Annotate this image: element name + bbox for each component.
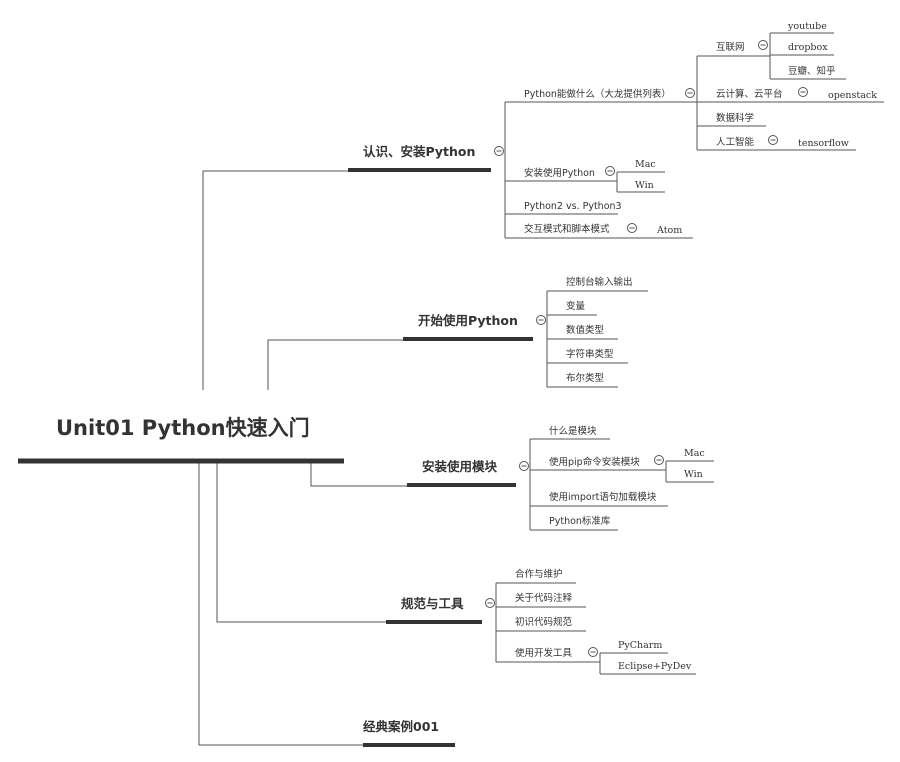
- branch-tools[interactable]: 规范与工具: [386, 596, 482, 624]
- leaf-pycharm-label: PyCharm: [618, 640, 662, 651]
- leaf-what-is-module-label: 什么是模块: [549, 425, 597, 437]
- leaf-tensorflow[interactable]: tensorflow: [794, 138, 856, 151]
- leaf-collaboration[interactable]: 合作与维护: [511, 568, 576, 584]
- collapse-toggle-modules[interactable]: [519, 461, 529, 471]
- collapse-toggle-pip-install[interactable]: [654, 455, 664, 465]
- leaf-code-style-label: 初识代码规范: [515, 616, 573, 628]
- node-python2-vs-python3[interactable]: Python2 vs. Python3: [520, 201, 622, 215]
- collapse-toggle-install-python[interactable]: [494, 146, 504, 156]
- node-cloud[interactable]: 云计算、云平台: [712, 88, 810, 103]
- collapse-toggle-tools[interactable]: [485, 598, 495, 608]
- node-pip-install[interactable]: 使用pip命令安装模块: [545, 456, 666, 471]
- leaf-collaboration-label: 合作与维护: [515, 568, 563, 580]
- branch-tools-label: 规范与工具: [401, 596, 464, 611]
- node-install-use-python-label: 安装使用Python: [524, 167, 595, 179]
- root-label: Unit01 Python快速入门: [56, 416, 310, 440]
- branch-classic-cases-label: 经典案例001: [363, 719, 439, 734]
- branch-install-python[interactable]: 认识、安装Python: [348, 144, 491, 172]
- leaf-atom-label: Atom: [656, 225, 682, 236]
- node-internet-label: 互联网: [716, 42, 745, 53]
- node-what-python-can-do[interactable]: Python能做什么（大龙提供列表）: [520, 88, 697, 103]
- branch-classic-cases[interactable]: 经典案例001: [363, 719, 455, 747]
- collapse-toggle-ai[interactable]: [768, 135, 778, 145]
- leaf-stdlib[interactable]: Python标准库: [545, 515, 618, 531]
- leaf-atom[interactable]: Atom: [653, 225, 693, 239]
- leaf-openstack-label: openstack: [828, 90, 877, 101]
- connectors: [198, 32, 824, 746]
- node-install-use-python[interactable]: 安装使用Python: [520, 167, 617, 182]
- node-pip-install-label: 使用pip命令安装模块: [549, 456, 640, 468]
- leaf-install-win-label: Win: [635, 180, 654, 191]
- leaf-install-mac[interactable]: Mac: [631, 159, 665, 173]
- leaf-what-is-module[interactable]: 什么是模块: [545, 425, 610, 440]
- branch-modules[interactable]: 安装使用模块: [407, 459, 516, 487]
- leaf-code-comments[interactable]: 关于代码注释: [511, 592, 586, 608]
- leaf-numeric-types-label: 数值类型: [566, 324, 605, 336]
- node-ai[interactable]: 人工智能: [712, 136, 780, 151]
- leaf-pip-win[interactable]: Win: [680, 469, 714, 483]
- leaf-pycharm[interactable]: PyCharm: [614, 640, 668, 654]
- node-what-python-can-do-label: Python能做什么（大龙提供列表）: [524, 88, 671, 100]
- node-data-science[interactable]: 数据科学: [712, 112, 766, 127]
- leaf-variables[interactable]: 变量: [562, 300, 597, 316]
- collapse-toggle-install-use-python[interactable]: [605, 166, 615, 176]
- leaf-openstack[interactable]: openstack: [824, 90, 884, 103]
- leaf-install-win[interactable]: Win: [631, 180, 665, 193]
- leaf-pip-mac-label: Mac: [684, 448, 705, 459]
- branch-install-python-label: 认识、安装Python: [363, 144, 475, 159]
- leaf-variables-label: 变量: [566, 300, 586, 312]
- leaf-string-types-label: 字符串类型: [566, 348, 614, 360]
- collapse-toggle-modes[interactable]: [627, 223, 637, 233]
- leaf-console-io[interactable]: 控制台输入输出: [562, 276, 648, 292]
- leaf-dropbox-label: dropbox: [788, 42, 828, 53]
- leaf-tensorflow-label: tensorflow: [798, 138, 849, 149]
- branch-modules-label: 安装使用模块: [422, 459, 498, 474]
- leaf-douban-zhihu-label: 豆瓣、知乎: [788, 65, 836, 77]
- collapse-toggle-cloud[interactable]: [798, 87, 808, 97]
- collapse-toggle-start-python[interactable]: [536, 315, 546, 325]
- leaf-eclipse-pydev-label: Eclipse+PyDev: [618, 661, 692, 672]
- node-modes[interactable]: 交互模式和脚本模式: [520, 223, 639, 239]
- node-modes-label: 交互模式和脚本模式: [524, 223, 610, 235]
- leaf-stdlib-label: Python标准库: [549, 515, 611, 527]
- leaf-eclipse-pydev[interactable]: Eclipse+PyDev: [614, 661, 696, 675]
- node-dev-tools[interactable]: 使用开发工具: [511, 647, 600, 663]
- node-data-science-label: 数据科学: [716, 112, 754, 124]
- leaf-pip-win-label: Win: [684, 469, 703, 480]
- leaf-code-style[interactable]: 初识代码规范: [511, 616, 586, 632]
- leaf-install-mac-label: Mac: [635, 159, 656, 170]
- leaf-youtube-label: youtube: [787, 21, 827, 32]
- branch-start-python-label: 开始使用Python: [418, 313, 518, 328]
- leaf-import-statement-label: 使用import语句加载模块: [549, 491, 657, 503]
- leaf-bool-types-label: 布尔类型: [566, 372, 605, 384]
- leaf-pip-mac[interactable]: Mac: [680, 448, 714, 462]
- root-node[interactable]: Unit01 Python快速入门: [18, 416, 344, 464]
- collapse-toggle-what-python-can-do[interactable]: [685, 88, 695, 98]
- node-ai-label: 人工智能: [716, 136, 755, 148]
- leaf-douban-zhihu[interactable]: 豆瓣、知乎: [784, 65, 846, 80]
- collapse-toggle-dev-tools[interactable]: [588, 647, 598, 657]
- collapse-toggle-internet[interactable]: [758, 40, 768, 50]
- node-python2-vs-python3-label: Python2 vs. Python3: [524, 201, 622, 212]
- leaf-youtube[interactable]: youtube: [784, 21, 834, 34]
- leaf-dropbox[interactable]: dropbox: [784, 42, 834, 56]
- leaf-code-comments-label: 关于代码注释: [515, 592, 573, 604]
- leaf-console-io-label: 控制台输入输出: [566, 276, 633, 288]
- branch-start-python[interactable]: 开始使用Python: [403, 313, 533, 341]
- leaf-string-types[interactable]: 字符串类型: [562, 348, 628, 364]
- leaf-bool-types[interactable]: 布尔类型: [562, 372, 618, 388]
- node-internet[interactable]: 互联网: [712, 42, 770, 57]
- leaf-numeric-types[interactable]: 数值类型: [562, 324, 618, 340]
- node-cloud-label: 云计算、云平台: [716, 88, 783, 100]
- leaf-import-statement[interactable]: 使用import语句加载模块: [545, 491, 668, 507]
- node-dev-tools-label: 使用开发工具: [515, 647, 573, 659]
